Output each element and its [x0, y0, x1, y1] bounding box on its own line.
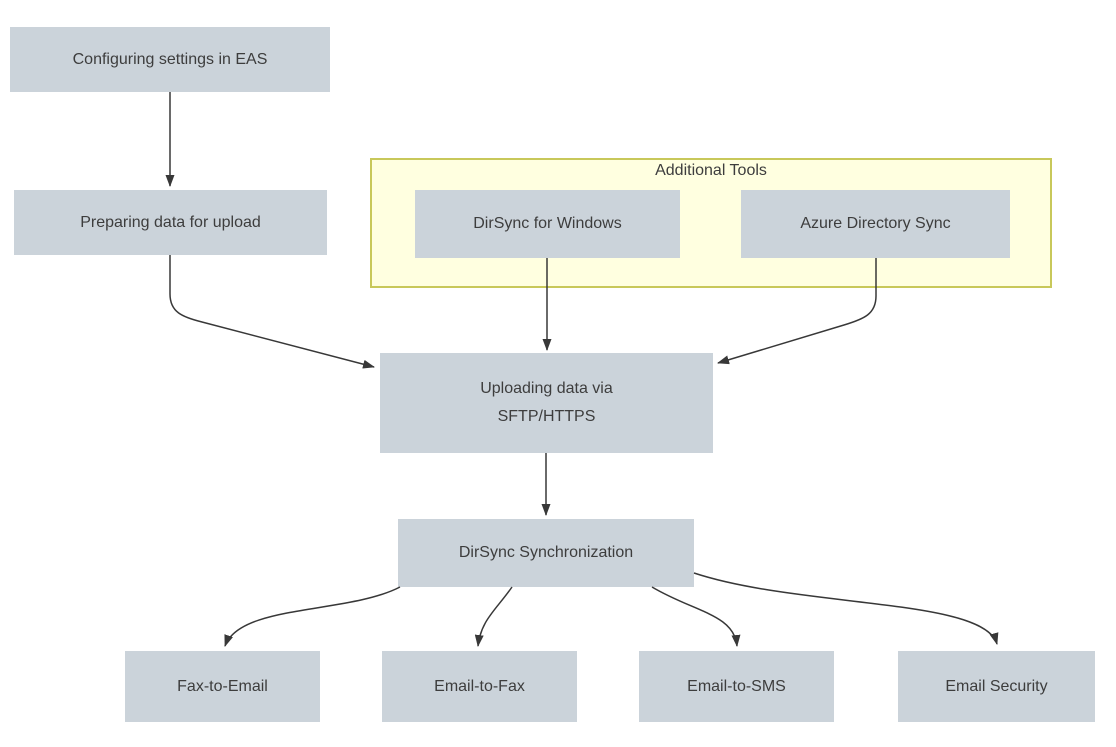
edge-sync-to-email2fax — [474, 586, 513, 647]
edge-prepare-to-upload — [169, 255, 375, 369]
node-uploading-data-via-sftp-https: Uploading data via SFTP/HTTPS — [380, 353, 713, 453]
edge-sync-to-email2sms — [651, 586, 741, 647]
node-label: Email Security — [945, 677, 1048, 695]
node-label: Email-to-Fax — [434, 677, 525, 695]
node-label: Fax-to-Email — [177, 677, 268, 695]
node-label-line1: Uploading data via — [480, 380, 613, 397]
node-email-to-sms: Email-to-SMS — [639, 651, 834, 722]
node-label: Azure Directory Sync — [800, 215, 951, 232]
edge-sync-to-emailsec — [693, 572, 999, 645]
node-label: Preparing data for upload — [80, 213, 261, 231]
node-azure-directory-sync: Azure Directory Sync — [741, 190, 1010, 258]
node-dirsync-synchronization: DirSync Synchronization — [398, 519, 694, 587]
node-label: Configuring settings in EAS — [72, 50, 268, 68]
node-configuring-settings-in-eas: Configuring settings in EAS — [10, 27, 330, 92]
additional-tools-group-label: Additional Tools — [655, 162, 767, 179]
node-email-to-fax: Email-to-Fax — [382, 651, 577, 722]
node-fax-to-email: Fax-to-Email — [125, 651, 320, 722]
node-label: DirSync Synchronization — [458, 544, 634, 561]
node-email-security: Email Security — [898, 651, 1095, 722]
node-label: Email-to-SMS — [687, 677, 786, 695]
node-dirsync-for-windows: DirSync for Windows — [415, 190, 680, 258]
node-label-line2: SFTP/HTTPS — [497, 408, 596, 425]
node-label: DirSync for Windows — [473, 215, 622, 232]
edge-sync-to-fax2email — [224, 586, 401, 647]
node-preparing-data-for-upload: Preparing data for upload — [14, 190, 327, 255]
